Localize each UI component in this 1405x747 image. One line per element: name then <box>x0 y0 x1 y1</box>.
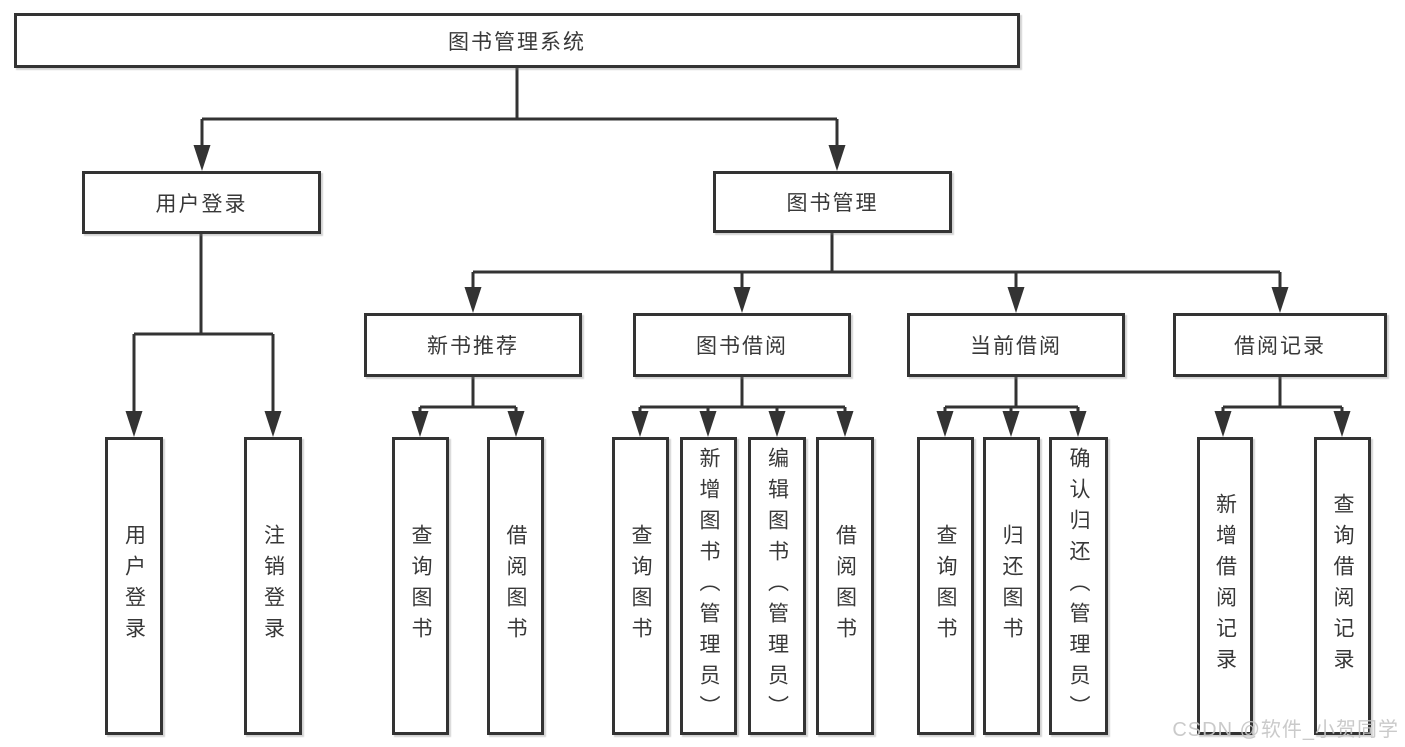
node-user-login-branch: 用户登录 <box>82 171 321 234</box>
node-label: 当前借阅 <box>970 335 1062 358</box>
leaf-current-confirm-return-admin: 确认归还（管理员） <box>1049 437 1108 735</box>
node-new-book-recommend: 新书推荐 <box>364 313 582 377</box>
leaf-current-return-books: 归还图书 <box>983 437 1040 735</box>
node-label: 用户登录 <box>122 524 146 648</box>
leaf-borrow-do-borrow: 借阅图书 <box>816 437 874 735</box>
node-label: 借阅图书 <box>833 524 857 648</box>
leaf-current-query-books: 查询图书 <box>917 437 974 735</box>
node-book-borrowing: 图书借阅 <box>633 313 851 377</box>
node-label: 编辑图书（管理员） <box>765 446 789 726</box>
node-label: 新增图书（管理员） <box>697 446 720 726</box>
leaf-logout: 注销登录 <box>244 437 302 735</box>
node-label: 用户登录 <box>155 192 248 216</box>
leaf-records-query-record: 查询借阅记录 <box>1314 437 1371 735</box>
node-label: 查询图书 <box>934 524 957 648</box>
node-label: 图书管理 <box>786 192 879 215</box>
leaf-recommend-borrow-books: 借阅图书 <box>487 437 544 735</box>
node-book-management-branch: 图书管理 <box>713 171 952 233</box>
leaf-records-add-record: 新增借阅记录 <box>1197 437 1253 735</box>
leaf-borrow-query-books: 查询图书 <box>612 437 669 735</box>
node-label: 注销登录 <box>261 524 285 648</box>
leaf-user-login: 用户登录 <box>105 437 163 735</box>
node-current-borrowing: 当前借阅 <box>907 313 1125 377</box>
leaf-borrow-edit-books-admin: 编辑图书（管理员） <box>748 437 806 735</box>
leaf-recommend-query-books: 查询图书 <box>392 437 449 735</box>
node-label: 新书推荐 <box>427 335 519 358</box>
node-label: 借阅记录 <box>1234 335 1326 358</box>
node-label: 新增借阅记录 <box>1213 493 1237 679</box>
node-system-root: 图书管理系统 <box>14 13 1020 68</box>
node-label: 图书管理系统 <box>448 30 586 54</box>
node-label: 查询图书 <box>629 524 652 648</box>
node-label: 确认归还（管理员） <box>1067 446 1090 726</box>
node-label: 归还图书 <box>1000 524 1023 648</box>
node-label: 查询图书 <box>409 524 432 648</box>
node-borrowing-records: 借阅记录 <box>1173 313 1387 377</box>
node-label: 查询借阅记录 <box>1331 493 1354 679</box>
leaf-borrow-add-books-admin: 新增图书（管理员） <box>680 437 737 735</box>
node-label: 图书借阅 <box>696 335 788 358</box>
node-label: 借阅图书 <box>504 524 527 648</box>
